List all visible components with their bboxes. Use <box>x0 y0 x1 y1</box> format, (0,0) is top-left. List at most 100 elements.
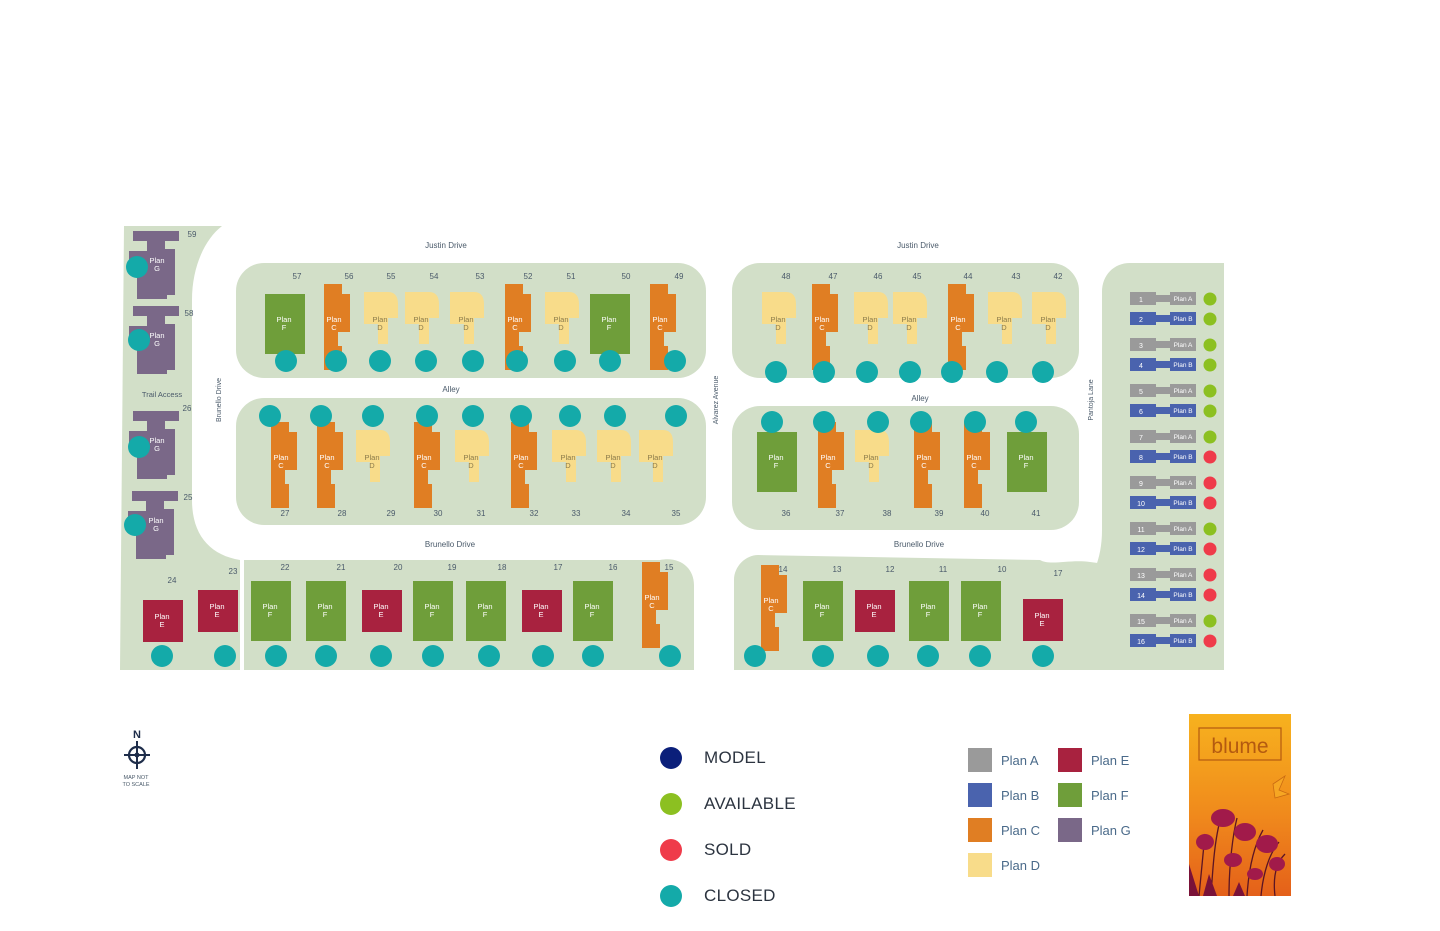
brand-name: blume <box>1211 735 1268 758</box>
townhome-number: 3 <box>1139 343 1143 350</box>
lot-plan-letter: D <box>610 461 616 470</box>
lot-plan-word: Plan <box>966 453 981 462</box>
status-legend-item-sold: SOLD <box>660 827 900 873</box>
plan-legend-item-a: Plan A <box>968 748 1039 772</box>
status-label: AVAILABLE <box>704 794 796 813</box>
lot-number: 44 <box>964 272 973 281</box>
lot-plan-letter: F <box>483 610 488 619</box>
compass-north-letter: N <box>133 729 141 741</box>
townhome-plan-label: Plan B <box>1173 454 1192 461</box>
lot-footprint <box>552 430 586 482</box>
lot-plan-letter: C <box>512 323 518 332</box>
lot-plan-letter: F <box>282 323 287 332</box>
lot-plan-letter: C <box>955 323 961 332</box>
lot-footprint <box>511 422 537 508</box>
lot-footprint <box>909 581 949 641</box>
status-dot-sold <box>1203 588 1217 602</box>
lot-plan-letter: C <box>971 461 977 470</box>
townhome-unit <box>1130 450 1156 463</box>
lot-number: 13 <box>833 565 842 574</box>
status-dot-closed <box>917 645 939 667</box>
status-dot-closed <box>128 329 150 351</box>
lot-plan-letter: F <box>774 461 779 470</box>
plan-label: Plan E <box>1091 752 1130 768</box>
lot-number: 51 <box>567 272 576 281</box>
townhome-unit <box>1130 496 1156 509</box>
lot-footprint <box>129 411 179 479</box>
status-dot-closed <box>744 645 766 667</box>
townhome-number: 12 <box>1137 547 1145 554</box>
lot-number: 24 <box>168 576 177 585</box>
townhome-unit <box>1130 358 1156 371</box>
status-dot-closed <box>259 405 281 427</box>
